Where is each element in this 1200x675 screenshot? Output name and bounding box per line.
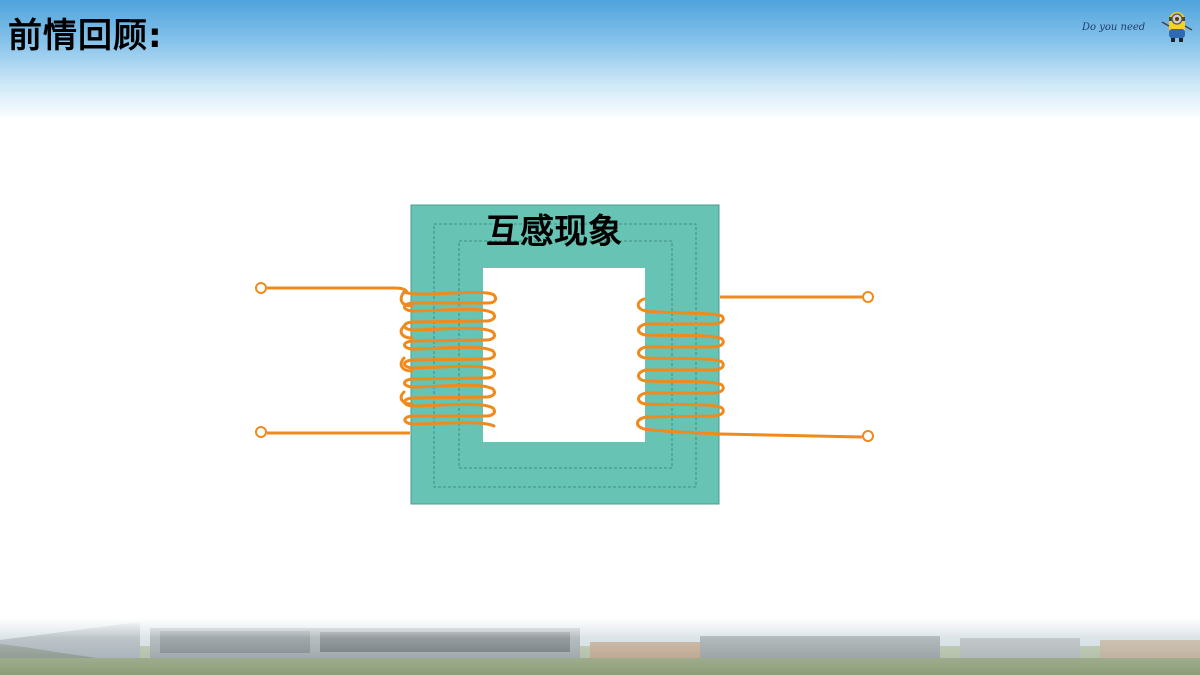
core-window (483, 268, 645, 442)
secondary-terminal-top (862, 291, 874, 303)
logo: Do you need (1082, 4, 1194, 44)
diagram-label: 互感现象 (486, 212, 622, 252)
secondary-terminal-bottom (862, 430, 874, 442)
page-title: 前情回顾: (8, 16, 163, 56)
primary-terminal-top (255, 282, 267, 294)
primary-terminal-bottom (255, 426, 267, 438)
minion-mascot-icon (1161, 12, 1193, 42)
primary-lead-top (267, 286, 409, 293)
secondary-lead-bottom (719, 432, 863, 439)
flux-path-inner (458, 240, 673, 469)
campus-banner (0, 618, 1200, 675)
logo-caption: Do you need (1082, 22, 1146, 33)
primary-coil (399, 290, 498, 428)
secondary-coil (636, 297, 725, 436)
flux-path-outer (433, 223, 697, 488)
header-band (0, 0, 1200, 120)
